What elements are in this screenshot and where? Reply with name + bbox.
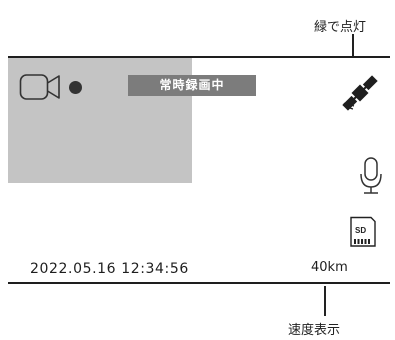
dashcam-screen: 常時録画中 SD 2022.05.16 12:34:56 40km	[8, 56, 390, 284]
record-dot-icon	[69, 81, 82, 94]
gps-callout-label: 緑で点灯	[314, 20, 367, 35]
satellite-icon	[342, 75, 378, 111]
speed-callout-line	[324, 286, 326, 316]
timestamp-display: 2022.05.16 12:34:56	[30, 261, 189, 277]
gps-callout-line	[352, 34, 354, 58]
microphone-icon	[360, 157, 382, 194]
speed-callout-label: 速度表示	[288, 323, 341, 338]
video-camera-icon	[19, 74, 60, 100]
recording-status-badge: 常時録画中	[128, 75, 256, 96]
sd-card-label: SD	[355, 226, 366, 235]
sd-card-icon: SD	[350, 216, 376, 247]
speed-display: 40km	[311, 260, 348, 275]
